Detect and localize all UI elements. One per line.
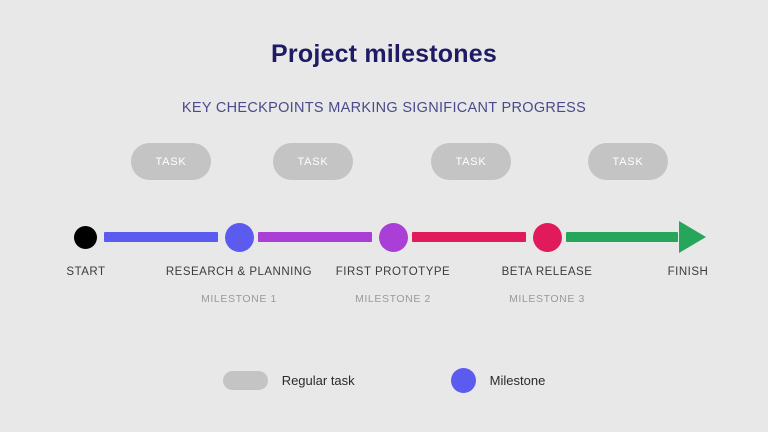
legend-label: Regular task <box>281 373 355 388</box>
legend-item-circle: Milestone <box>450 368 546 393</box>
segment-purple <box>258 232 372 242</box>
segment-crimson <box>412 232 526 242</box>
page-subtitle: KEY CHECKPOINTS MARKING SIGNIFICANT PROG… <box>181 100 587 116</box>
page-title: Project milestones <box>271 40 497 68</box>
segment-green <box>566 232 678 242</box>
milestone-sublabel-1: MILESTONE 1 <box>201 293 277 305</box>
segment-blue <box>104 232 218 242</box>
task-badge[interactable]: TASK <box>131 143 211 180</box>
task-badge[interactable]: TASK <box>273 143 353 180</box>
arrow-right-icon <box>679 221 706 253</box>
legend-item-pill: Regular task <box>222 371 355 390</box>
timeline-label-milestone-2: FIRST PROTOTYPE <box>335 266 451 278</box>
timeline-label-start: START <box>66 266 106 278</box>
legend-pill-swatch <box>222 371 268 390</box>
legend: Regular task Milestone <box>0 368 768 393</box>
timeline-label-finish: FINISH <box>667 266 709 278</box>
timeline-label-milestone-1: RESEARCH & PLANNING <box>165 266 313 278</box>
task-badge[interactable]: TASK <box>588 143 668 180</box>
milestone-sublabel-2: MILESTONE 2 <box>355 293 431 305</box>
milestone-sublabel-3: MILESTONE 3 <box>509 293 585 305</box>
milestone-dot-3[interactable] <box>532 223 562 252</box>
milestone-dot-2[interactable] <box>378 223 408 252</box>
timeline-label-milestone-3: BETA RELEASE <box>501 266 593 278</box>
legend-label: Milestone <box>489 373 546 388</box>
milestone-dot-1[interactable] <box>224 223 254 252</box>
timeline-start-dot <box>74 226 97 249</box>
task-badge[interactable]: TASK <box>431 143 511 180</box>
legend-circle-swatch <box>450 368 476 393</box>
